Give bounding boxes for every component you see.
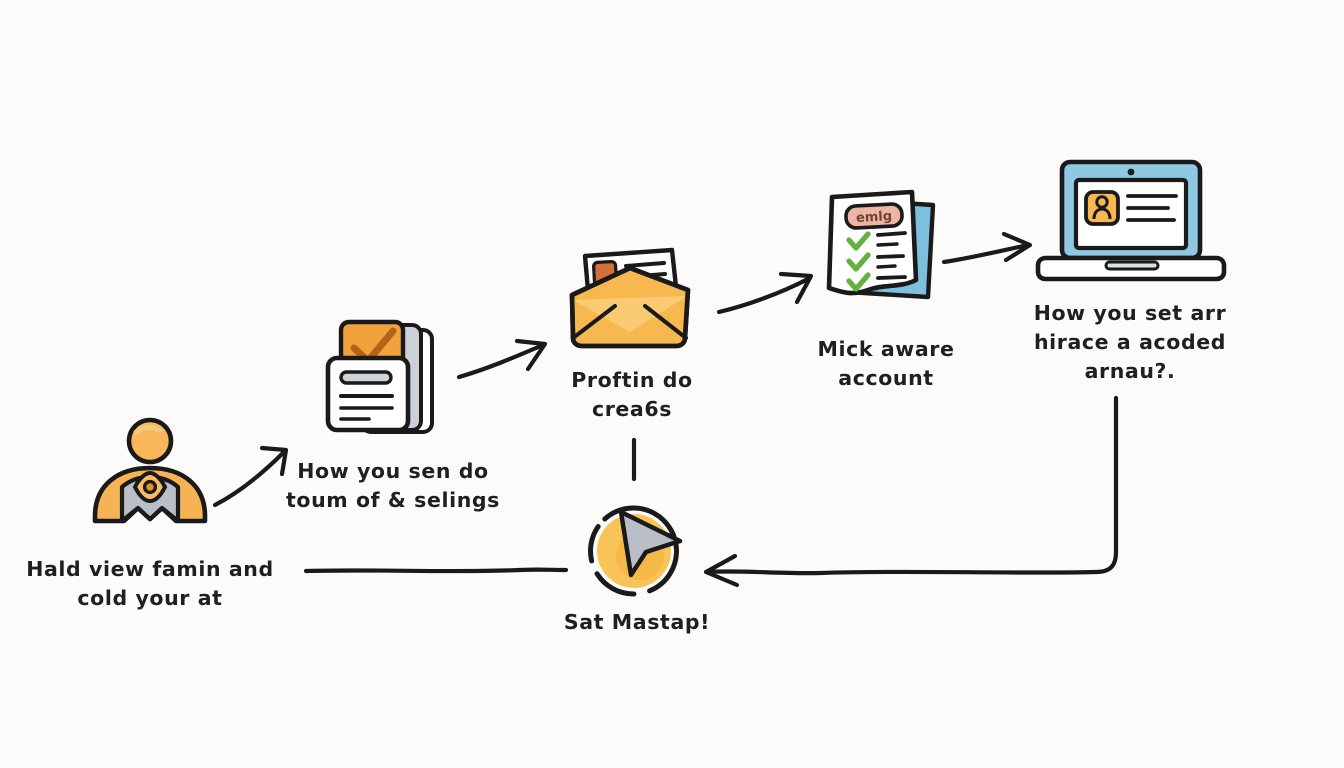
- documents-stack-check-icon: [325, 319, 434, 434]
- checklist-caption: Mick aware account: [818, 337, 955, 390]
- checklist-caption-line-1: Mick aware: [818, 337, 955, 361]
- arrow-person-to-documents: [212, 445, 289, 508]
- green-check-icon: [846, 252, 871, 272]
- arrow-checklist-to-laptop: [941, 231, 1033, 265]
- person-avatar-icon: [92, 417, 208, 524]
- checklist-caption-line-2: account: [838, 366, 933, 390]
- laptop-caption-line-2: hirace a acoded: [1034, 330, 1226, 354]
- green-check-icon: [846, 231, 871, 251]
- documents-caption-line-2: toum of & selings: [286, 488, 500, 512]
- documents-caption-line-1: How you sen do: [297, 459, 489, 483]
- open-envelope-letter-icon: [569, 247, 691, 349]
- arrow-laptop-feedback-to-cursor: [703, 395, 1119, 588]
- person-caption-line-2: cold your at: [77, 586, 222, 610]
- person-caption: Hald view famin and cold your at: [26, 557, 274, 610]
- person-caption-line-1: Hald view famin and: [26, 557, 274, 581]
- laptop-caption-line-1: How you set arr: [1034, 301, 1227, 325]
- arrow-documents-to-envelope: [456, 338, 548, 380]
- connector-layer: [212, 231, 1119, 588]
- documents-caption: How you sen do toum of & selings: [286, 459, 500, 512]
- envelope-caption: Proftin do crea6s: [571, 368, 692, 421]
- envelope-caption-line-2: crea6s: [592, 397, 672, 421]
- cursor-caption-line-1: Sat Mastap!: [564, 610, 710, 634]
- cursor-caption: Sat Mastap!: [564, 610, 710, 634]
- checklist-document-icon: emlg: [826, 189, 936, 300]
- green-check-icon: [846, 272, 871, 292]
- checklist-badge-text: emlg: [856, 209, 893, 226]
- webcam-dot-icon: [1127, 168, 1135, 176]
- envelope-caption-line-1: Proftin do: [571, 368, 692, 392]
- laptop-profile-screen-icon: [1035, 159, 1227, 282]
- arrow-envelope-to-checklist: [716, 271, 814, 315]
- cursor-circle-icon: [588, 505, 683, 597]
- connector-cursor-to-person: [303, 567, 569, 574]
- trackpad-notch: [1104, 260, 1160, 271]
- laptop-caption: How you set arr hirace a acoded arnau?.: [1034, 301, 1227, 383]
- laptop-caption-line-3: arnau?.: [1085, 359, 1176, 383]
